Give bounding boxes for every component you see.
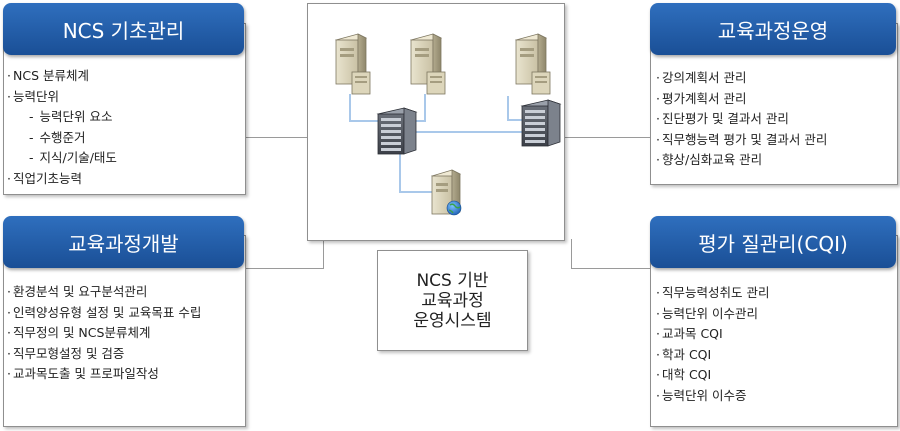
list-item: ·능력단위 (7, 88, 59, 104)
network-lines (349, 94, 526, 193)
list-item: ·교과목 CQI (656, 326, 723, 341)
connector-bottom-right-v (571, 239, 572, 269)
list-item: ·직업기초능력 (7, 170, 82, 186)
list-item: ·강의계획서 관리 (656, 70, 747, 85)
list-quality-management: ·직무능력성취도 관리 ·능력단위 이수관리 ·교과목 CQI ·학과 CQI … (656, 283, 769, 406)
list-item: ·직무행능력 평가 및 결과서 관리 (656, 131, 828, 147)
list-item-sub: - 지식/기술/태도 (29, 150, 117, 165)
system-label-box: NCS 기반 교육과정 운영시스템 (377, 250, 528, 351)
server-network-graphic (334, 33, 562, 216)
list-item: ·환경분석 및 요구분석관리 (7, 284, 148, 299)
list-item: ·능력단위 이수증 (656, 387, 747, 403)
server-network-diagram (307, 3, 565, 241)
list-item: ·평가계획서 관리 (656, 90, 747, 106)
list-item: ·직무능력성취도 관리 (656, 285, 770, 300)
list-ncs-basics: ·NCS 분류체계 ·능력단위 - 능력단위 요소 - 수행준거 - 지식/기술… (7, 66, 117, 189)
panel-header-curriculum-development: 교육과정개발 (3, 216, 244, 268)
server-tower-icon (409, 33, 446, 95)
server-tower-icon (514, 33, 551, 95)
server-rack-icon (520, 99, 562, 147)
server-rack-icon (376, 107, 418, 155)
panel-title-curriculum-operation: 교육과정운영 (717, 18, 829, 43)
web-server-globe-icon (430, 169, 462, 216)
system-label-line: 교육과정 (421, 290, 484, 311)
panel-header-quality-management: 평가 질관리(CQI) (650, 216, 896, 268)
list-item: ·직무모형설정 및 검증 (7, 345, 125, 361)
panel-title-curriculum-development: 교육과정개발 (68, 231, 179, 256)
connector-bottom-left-v (323, 239, 324, 269)
list-item: ·NCS 분류체계 (7, 68, 89, 83)
list-curriculum-operation: ·강의계획서 관리 ·평가계획서 관리 ·진단평가 및 결과서 관리 ·직무행능… (656, 68, 827, 171)
list-item: ·직무정의 및 NCS분류체계 (7, 325, 151, 340)
list-item: ·교과목도출 및 프로파일작성 (7, 366, 159, 381)
connector-bottom-left-h (245, 268, 324, 269)
list-curriculum-development: ·환경분석 및 요구분석관리 ·인력양성유형 설정 및 교육목표 수립 ·직무정… (7, 282, 201, 385)
panel-title-quality-management: 평가 질관리(CQI) (698, 231, 848, 256)
panel-title-ncs-basics: NCS 기초관리 (62, 18, 185, 43)
panel-header-ncs-basics: NCS 기초관리 (3, 3, 244, 55)
connector-bottom-right-h (571, 268, 650, 269)
list-item: ·대학 CQI (656, 367, 712, 382)
list-item: ·능력단위 이수관리 (656, 305, 758, 321)
list-item-sub: - 수행준거 (29, 129, 86, 145)
list-item: ·학과 CQI (656, 346, 712, 362)
system-label-line: 운영시스템 (413, 310, 492, 331)
system-label-line: NCS 기반 (416, 270, 489, 291)
list-item: ·진단평가 및 결과서 관리 (656, 111, 789, 126)
list-item: ·향상/심화교육 관리 (656, 152, 763, 167)
list-item: ·인력양성유형 설정 및 교육목표 수립 (7, 304, 202, 320)
connector-top-right (563, 137, 650, 138)
panel-header-curriculum-operation: 교육과정운영 (650, 3, 896, 55)
server-tower-icon (334, 33, 371, 95)
connector-top-left (245, 137, 307, 138)
list-item-sub: - 능력단위 요소 (29, 109, 113, 124)
